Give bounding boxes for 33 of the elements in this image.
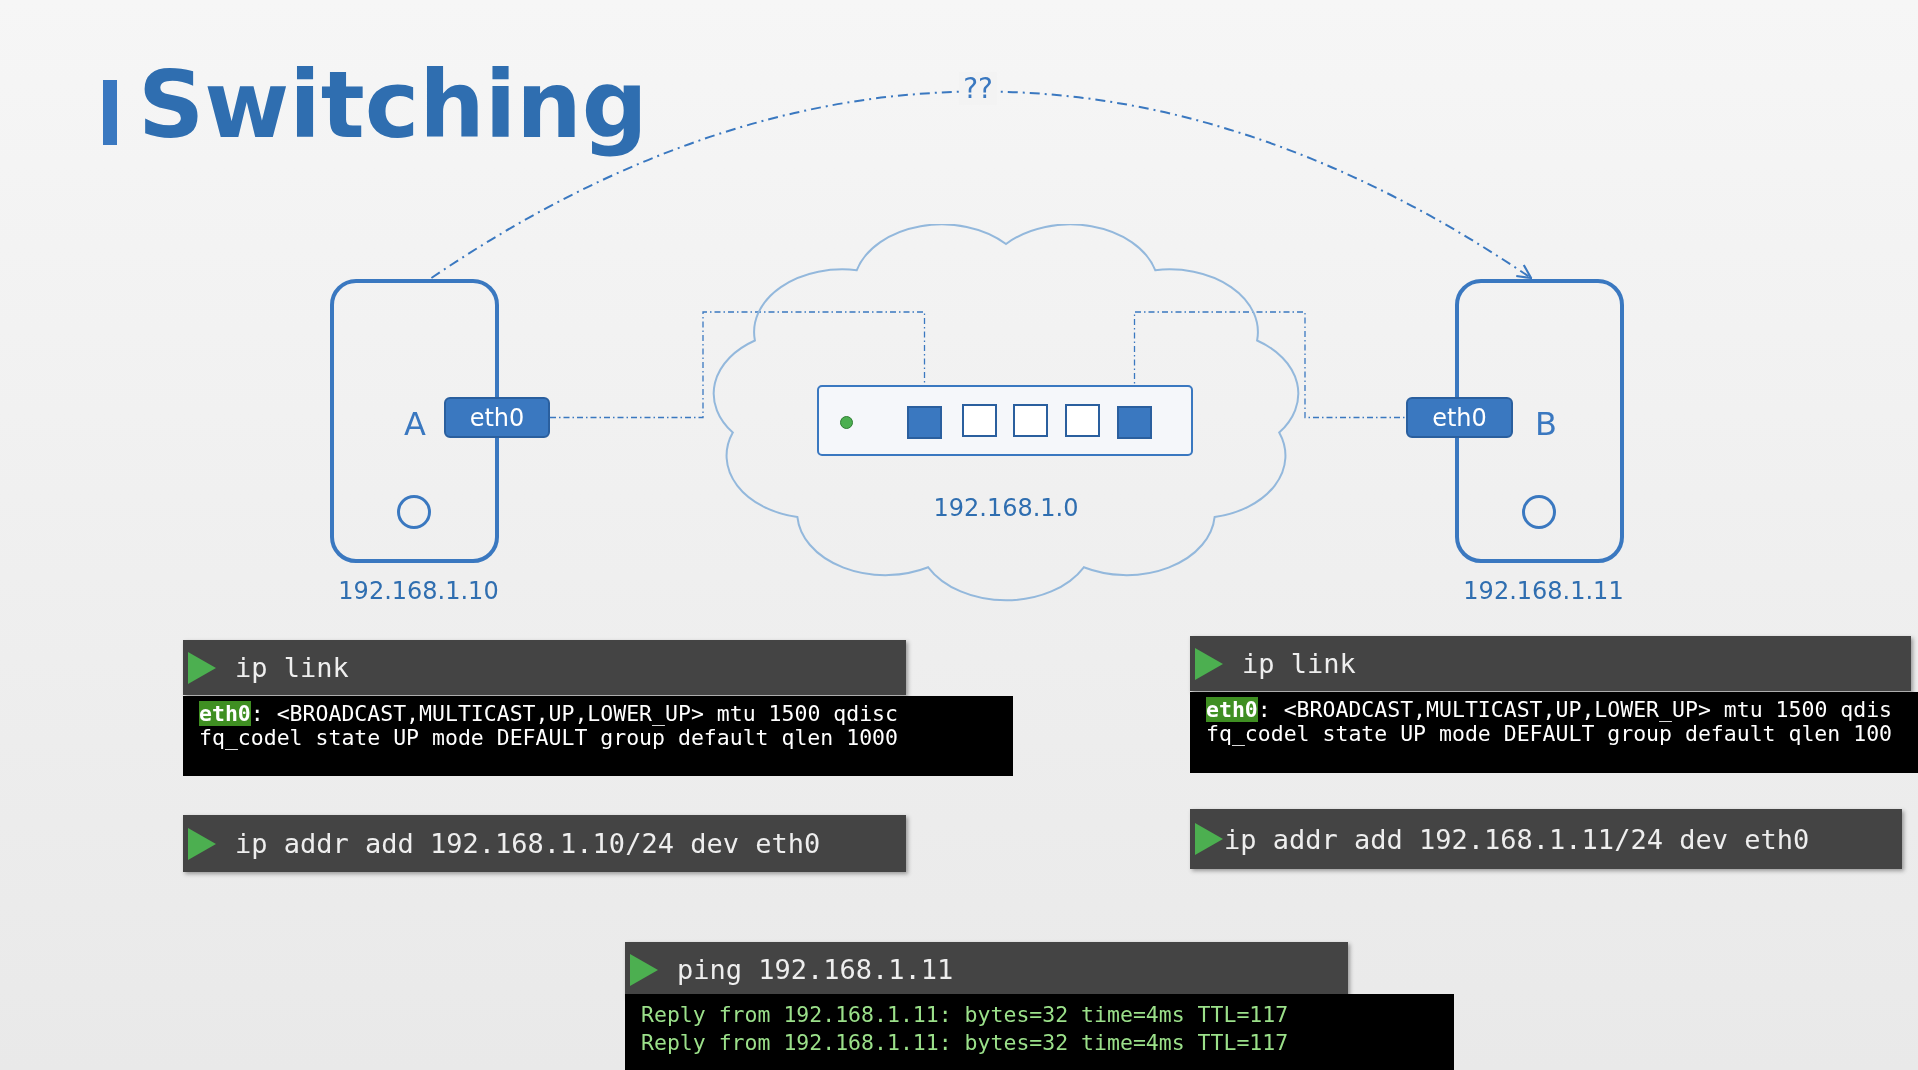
connector: [1133, 311, 1407, 419]
interface-tag: [1406, 397, 1513, 438]
command-text: ip addr add 192.168.1.11/24 dev eth0: [1224, 822, 1810, 857]
connector: [430, 90, 1533, 280]
command-text: ping 192.168.1.11: [677, 953, 954, 987]
interface-name: eth0: [469, 403, 525, 432]
command-bar: [1190, 636, 1911, 691]
interface-tag: [444, 397, 550, 438]
command-output: eth0: <BROADCAST,MULTICAST,UP,LOWER_UP> mtu 1500 qdis fq_codel state UP mode DEFAULT group default qlen 100: [1206, 698, 1894, 746]
command-bar: [1190, 809, 1902, 869]
terminal-output: [625, 994, 1454, 1070]
command-output: eth0: <BROADCAST,MULTICAST,UP,LOWER_UP> mtu 1500 qdisc fq_codel state UP mode DEFAULT group default qlen 1000: [199, 702, 899, 750]
switch-port: [907, 406, 942, 439]
ip-address: 192.168.1.11: [1462, 577, 1625, 605]
interface-name: eth0: [1432, 403, 1487, 432]
command-text: ip addr add 192.168.1.10/24 dev eth0: [235, 827, 821, 861]
title: Switching: [138, 52, 648, 159]
ping-reply: Reply from 192.168.1.11: bytes=32 time=4ms TTL=117: [641, 1002, 1289, 1027]
terminal-output: [183, 696, 1013, 776]
command-bar: [183, 640, 906, 695]
ip-address: 192.168.1.10: [337, 577, 500, 605]
host-name: A: [404, 405, 426, 443]
ping-reply: Reply from 192.168.1.11: bytes=32 time=4ms TTL=117: [641, 1030, 1289, 1055]
host-name: B: [1535, 405, 1557, 443]
switch-box: [817, 385, 1193, 456]
command-bar: [625, 942, 1348, 997]
terminal-output: [1190, 692, 1918, 773]
connector: [549, 311, 926, 419]
command-text: ip link: [1242, 647, 1356, 681]
command-bar: [183, 815, 906, 872]
network-address: 192.168.1.0: [932, 494, 1080, 522]
switch-port: [1117, 406, 1152, 439]
command-text: ip link: [235, 651, 349, 685]
